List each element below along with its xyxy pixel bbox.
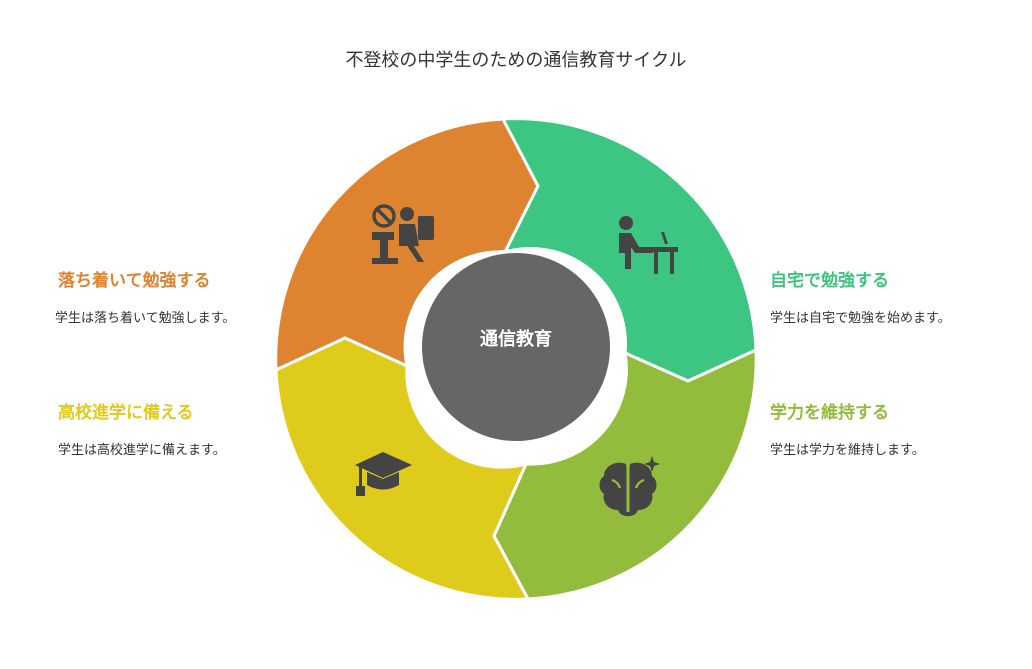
- stage-exam-desc: 学生は高校進学に備えます。: [58, 443, 226, 458]
- stage-exam: 高校進学に備える 学生は高校進学に備えます。: [58, 398, 226, 458]
- focused-study-icon: [372, 204, 434, 264]
- stage-maintain: 学力を維持する 学生は学力を維持します。: [770, 398, 925, 458]
- center-label: 通信教育: [480, 329, 552, 350]
- stage-calm: 落ち着いて勉強する 学生は落ち着いて勉強します。: [55, 266, 236, 326]
- center-circle: [422, 253, 610, 441]
- stage-exam-title: 高校進学に備える: [58, 403, 194, 423]
- stage-calm-title: 落ち着いて勉強する: [58, 271, 211, 291]
- stage-maintain-desc: 学生は学力を維持します。: [770, 443, 925, 458]
- brain-icon: [599, 456, 660, 517]
- stage-maintain-title: 学力を維持する: [770, 403, 889, 423]
- graduation-cap-icon: [355, 452, 412, 496]
- stage-home-desc: 学生は自宅で勉強を始めます。: [770, 311, 951, 326]
- stage-calm-desc: 学生は落ち着いて勉強します。: [55, 311, 236, 326]
- stage-home-title: 自宅で勉強する: [770, 271, 889, 291]
- diagram-title: 不登校の中学生のための通信教育サイクル: [345, 50, 687, 71]
- stage-home: 自宅で勉強する 学生は自宅で勉強を始めます。: [770, 266, 951, 326]
- desk-study-icon: [619, 216, 678, 274]
